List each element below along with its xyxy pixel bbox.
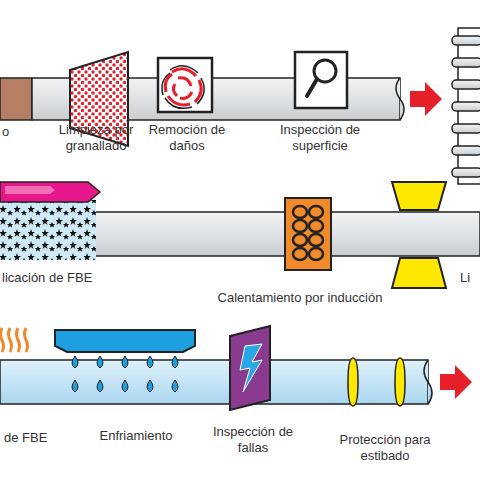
step-label: Li (460, 270, 470, 286)
step-label: Protección para estibado (330, 432, 440, 464)
step-label: o (2, 124, 9, 140)
step-label: licación de FBE (2, 270, 92, 286)
step-label: Calentamiento por inducción (205, 290, 395, 306)
step-label: Limpieza por granallado (48, 122, 144, 154)
step-label: Inspección de fallas (208, 424, 298, 456)
step-label: de FBE (4, 430, 47, 446)
step-label: Remoción de daños (132, 122, 242, 154)
step-label: Inspección de superficie (268, 122, 372, 154)
step-label: Enfriamiento (86, 428, 186, 444)
